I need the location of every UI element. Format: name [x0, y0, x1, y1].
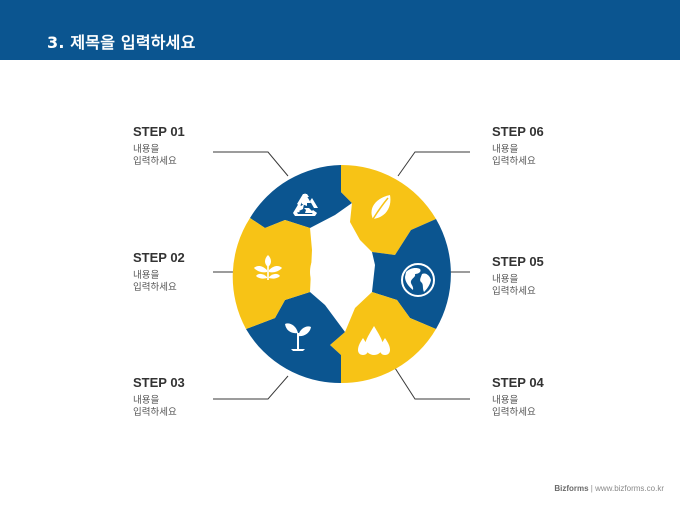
globe-icon	[401, 263, 435, 297]
step-06-text: STEP 06 내용을 입력하세요	[492, 124, 602, 168]
step-description-line: 내용을	[492, 144, 519, 155]
page-title: 3. 제목을 입력하세요	[47, 33, 196, 52]
step-description-line: 내용을	[133, 395, 160, 406]
step-description-line: 내용을	[133, 144, 160, 155]
step-description: 내용을 입력하세요	[492, 144, 602, 168]
step-description: 내용을 입력하세요	[133, 144, 243, 168]
step-description-line: 내용을	[133, 270, 160, 281]
ring-center-hole	[310, 241, 372, 303]
step-description-line: 입력하세요	[492, 156, 536, 167]
ring-segment-step-01	[250, 165, 352, 228]
footer-separator: |	[590, 484, 593, 493]
step-title: STEP 04	[492, 375, 544, 390]
step-description-line: 입력하세요	[492, 407, 536, 418]
leaf-icon	[371, 195, 391, 220]
step-02-text: STEP 02 내용을 입력하세요	[133, 250, 243, 294]
connector-line-step-06	[397, 151, 470, 177]
ring-segment-step-04	[330, 292, 436, 384]
step-description: 내용을 입력하세요	[133, 270, 243, 294]
step-description: 내용을 입력하세요	[492, 274, 602, 298]
sprout-icon	[285, 323, 311, 351]
step-description-line: 입력하세요	[133, 407, 177, 418]
water-drops-icon	[358, 326, 390, 355]
step-title: STEP 01	[133, 124, 185, 139]
step-01-text: STEP 01 내용을 입력하세요	[133, 124, 243, 168]
step-04-text: STEP 04 내용을 입력하세요	[492, 375, 602, 419]
connector-line-step-01	[213, 151, 289, 177]
footer: Bizforms | www.bizforms.co.kr	[554, 484, 664, 493]
step-title: STEP 06	[492, 124, 544, 139]
step-description-line: 입력하세요	[133, 156, 177, 167]
footer-brand: Bizforms	[554, 484, 589, 493]
wheat-icon	[254, 255, 282, 280]
step-description-line: 입력하세요	[492, 286, 536, 297]
step-description-line: 내용을	[492, 274, 519, 285]
ring-segment-step-02	[232, 218, 312, 329]
step-description: 내용을 입력하세요	[492, 395, 602, 419]
step-description-line: 입력하세요	[133, 282, 177, 293]
step-description-line: 내용을	[492, 395, 519, 406]
step-03-text: STEP 03 내용을 입력하세요	[133, 375, 243, 419]
ring-segment-step-03	[246, 292, 345, 384]
step-title: STEP 05	[492, 254, 544, 269]
ring-segment-step-06	[341, 164, 436, 255]
step-description: 내용을 입력하세요	[133, 395, 243, 419]
step-title: STEP 02	[133, 250, 185, 265]
footer-url[interactable]: www.bizforms.co.kr	[595, 484, 664, 493]
title-bar: 3. 제목을 입력하세요	[0, 0, 680, 60]
connector-line-step-03	[213, 375, 289, 400]
connector-line-step-04	[394, 367, 470, 400]
step-title: STEP 03	[133, 375, 185, 390]
step-05-text: STEP 05 내용을 입력하세요	[492, 254, 602, 298]
recycle-icon	[293, 193, 318, 216]
